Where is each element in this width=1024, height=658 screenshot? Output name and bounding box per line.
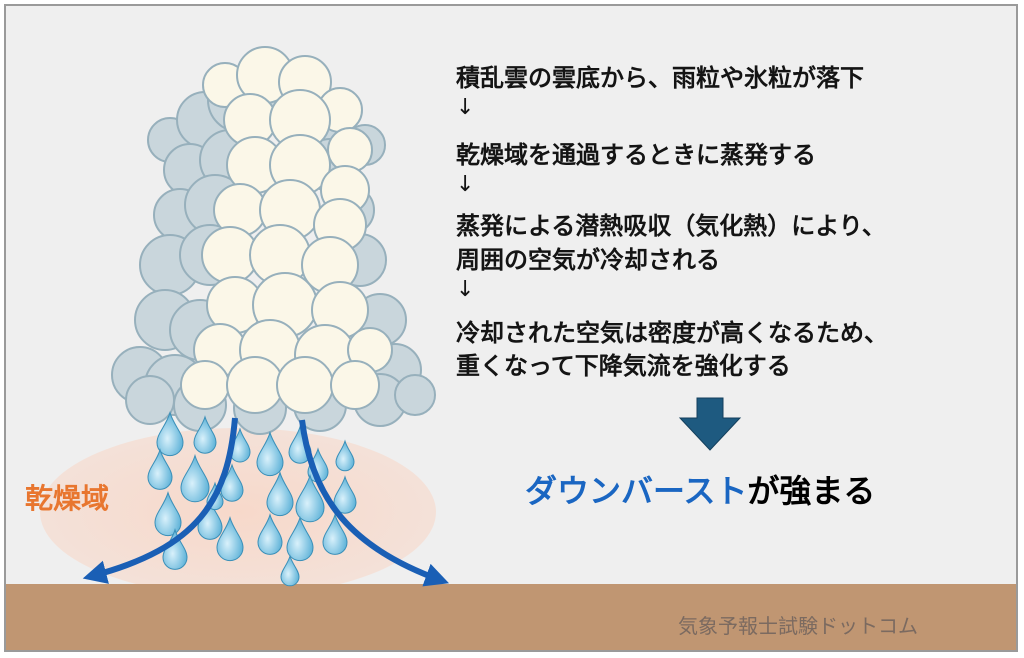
raindrop — [295, 473, 325, 523]
watermark: 気象予報士試験ドットコム — [678, 614, 918, 638]
step-1-text: 積乱雲の雲底から、雨粒や氷粒が落下 — [456, 64, 864, 92]
downdraft-arrow-left — [82, 417, 238, 584]
raindrop — [256, 430, 284, 477]
step-3-text-line-2: 周囲の空気が冷却される — [456, 246, 720, 274]
cumulonimbus-cloud — [111, 46, 436, 435]
flow-arrow-1: ↓ — [456, 95, 475, 120]
flow-arrow-3: ↓ — [456, 277, 475, 302]
raindrop — [322, 513, 348, 555]
cloud-puff — [125, 375, 175, 425]
cloud-puff — [276, 356, 334, 414]
downdraft-arrow-right — [299, 419, 450, 587]
raindrop — [147, 448, 173, 490]
raindrop — [333, 475, 357, 514]
step-4-text-line-2: 重くなって下降気流を強化する — [456, 352, 791, 380]
step-2-text: 乾燥域を通過するときに蒸発する — [456, 141, 816, 169]
cloud-puff — [330, 360, 380, 410]
conclusion-text: ダウンバーストが強まる — [525, 466, 875, 512]
cloud-puff — [180, 360, 230, 410]
raindrop — [286, 515, 314, 562]
raindrop — [180, 453, 210, 503]
conclusion-rest: が強まる — [747, 472, 876, 510]
raindrop — [257, 513, 283, 555]
raindrop — [280, 554, 300, 587]
dry-zone-label: 乾燥域 — [25, 482, 110, 515]
ground — [6, 584, 1016, 650]
downburst-highlight: ダウンバースト — [525, 472, 748, 510]
raindrop — [193, 415, 217, 454]
raindrop — [156, 410, 184, 457]
step-3-text-line-1: 蒸発による潜熱吸収（気化熱）により、 — [456, 212, 886, 240]
cloud-puff — [327, 127, 373, 173]
raindrop — [154, 490, 182, 537]
raindrop — [335, 439, 355, 472]
result-down-arrow — [678, 397, 742, 451]
flow-arrow-2: ↓ — [456, 172, 475, 197]
raindrop — [216, 515, 244, 562]
raindrop — [266, 470, 294, 517]
cloud-puff — [394, 374, 436, 416]
cloud-puff — [226, 356, 284, 414]
step-4-text-line-1: 冷却された空気は密度が高くなるため、 — [456, 319, 888, 347]
